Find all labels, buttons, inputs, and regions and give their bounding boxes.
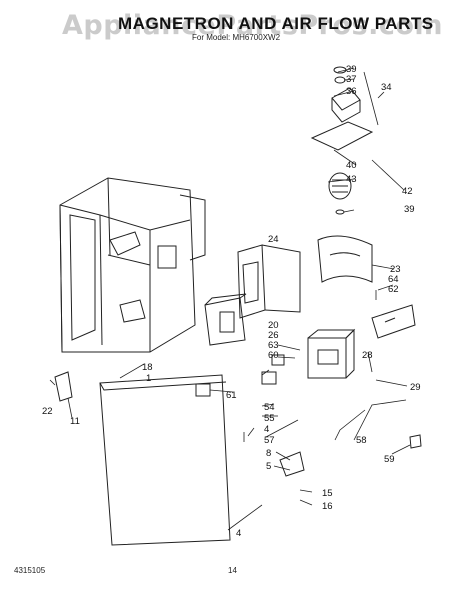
callout-label: 24 [268, 234, 279, 245]
callout-labels: 39 37 36 34 40 43 42 39 24 23 64 62 20 2… [42, 64, 421, 539]
callout-label: 39 [346, 64, 357, 75]
callout-label: 11 [70, 416, 80, 427]
callout-label: 1 [146, 373, 151, 384]
callout-label: 64 [388, 274, 399, 285]
callout-label: 4 [264, 424, 269, 435]
callout-label: 40 [346, 160, 357, 171]
callout-label: 58 [356, 435, 367, 446]
callout-label: 54 [264, 402, 275, 413]
callout-label: 60 [268, 350, 279, 361]
fan-shroud [317, 235, 373, 283]
callout-label: 23 [390, 264, 401, 275]
callout-label: 5 [266, 461, 271, 472]
callout-label: 37 [346, 74, 357, 85]
callout-label: 59 [384, 454, 395, 465]
bracket [371, 304, 416, 339]
callout-label: 61 [226, 390, 237, 401]
callout-label: 42 [402, 186, 413, 197]
callout-label: 62 [388, 284, 399, 295]
callout-label: 18 [142, 362, 153, 373]
page-number: 14 [228, 566, 237, 575]
air-guide [237, 244, 301, 319]
callout-label: 55 [264, 413, 275, 424]
callout-label: 16 [322, 501, 333, 512]
callout-label: 26 [268, 330, 279, 341]
transformer [204, 293, 247, 346]
document-number: 4315105 [14, 566, 46, 575]
leader-lines [49, 67, 411, 531]
callout-label: 15 [322, 488, 333, 499]
callout-label: 43 [346, 174, 357, 185]
callout-label: 4 [236, 528, 241, 539]
fan-motor [310, 66, 374, 215]
callout-label: 36 [346, 86, 357, 97]
callout-label: 20 [268, 320, 279, 331]
callout-label: 22 [42, 406, 53, 417]
page-title: MAGNETRON AND AIR FLOW PARTS [118, 14, 434, 33]
callout-label: 28 [362, 350, 373, 361]
callout-label: 29 [410, 382, 421, 393]
callout-label: 63 [268, 340, 279, 351]
small-components [54, 354, 422, 477]
callout-label: 57 [264, 435, 275, 446]
base-plate [99, 374, 231, 546]
model-line: For Model: MH6700XW2 [192, 33, 281, 42]
cabinet-chassis [59, 177, 206, 353]
callout-label: 8 [266, 448, 271, 459]
callout-label: 34 [381, 82, 392, 93]
magnetron [307, 328, 356, 379]
callout-label: 39 [404, 204, 415, 215]
